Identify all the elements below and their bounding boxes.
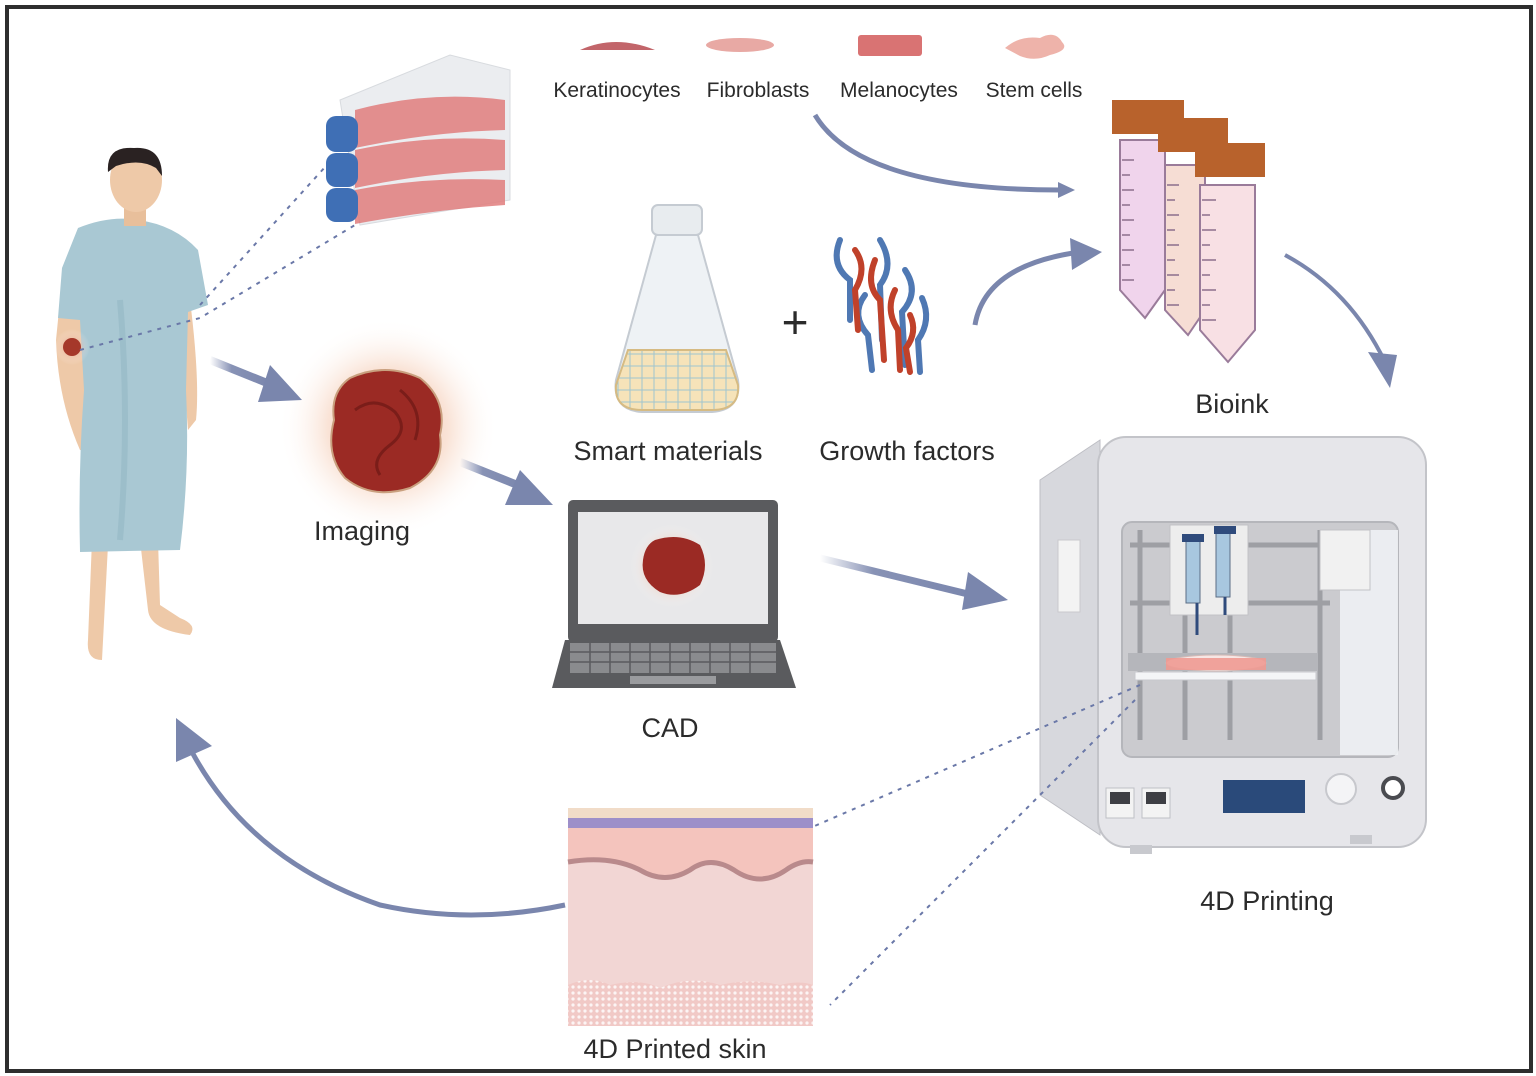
printing-label: 4D Printing bbox=[1200, 886, 1334, 916]
fibroblasts-label: Fibroblasts bbox=[707, 79, 810, 102]
connector-printer-to-skin-bottom bbox=[829, 699, 1136, 1006]
cad-laptop: CAD bbox=[552, 500, 796, 743]
arrow-patient-to-imaging bbox=[208, 356, 302, 402]
printer-dial bbox=[1325, 773, 1357, 805]
4d-printer: 4D Printing bbox=[1039, 436, 1427, 916]
wound-marker bbox=[63, 338, 81, 356]
imaging-wound: Imaging bbox=[278, 318, 498, 546]
bioink-label: Bioink bbox=[1195, 389, 1269, 419]
printer-power-button bbox=[1381, 776, 1405, 800]
growth-factors-label: Growth factors bbox=[819, 436, 995, 466]
printed-skin-label: 4D Printed skin bbox=[583, 1034, 766, 1064]
melanocyte-cell-icon bbox=[858, 35, 922, 56]
printer-display bbox=[1223, 780, 1305, 813]
smart-materials-flask: Smart materials bbox=[573, 204, 763, 466]
plus-sign: + bbox=[782, 296, 809, 348]
growth-factors-icon: Growth factors bbox=[819, 237, 995, 466]
stem-cells-label: Stem cells bbox=[986, 79, 1083, 102]
keratinocytes-label: Keratinocytes bbox=[553, 79, 680, 102]
cell-types: Keratinocytes Fibroblasts Melanocytes St… bbox=[553, 34, 1083, 102]
arrow-bioink-to-printer bbox=[1284, 253, 1397, 388]
melanocytes-label: Melanocytes bbox=[840, 79, 958, 102]
patient-figure bbox=[54, 144, 361, 660]
arrow-imaging-to-cad bbox=[458, 458, 553, 505]
arrow-materials-to-bioink bbox=[972, 238, 1102, 326]
arrow-skin-to-patient bbox=[176, 718, 566, 918]
arrow-cells-to-bioink bbox=[812, 113, 1075, 198]
printed-skin-section: 4D Printed skin bbox=[567, 808, 814, 1064]
fibroblast-cell-icon bbox=[706, 38, 774, 52]
imaging-label: Imaging bbox=[314, 516, 410, 546]
smart-materials-label: Smart materials bbox=[573, 436, 762, 466]
cell-culture-flask-stack bbox=[326, 54, 511, 226]
stem-cell-icon bbox=[1005, 34, 1065, 59]
bioink-tubes: Bioink bbox=[1112, 100, 1269, 419]
cad-label: CAD bbox=[641, 713, 698, 743]
keratinocyte-cell-icon bbox=[580, 42, 655, 50]
arrow-cad-to-printer bbox=[819, 554, 1008, 610]
